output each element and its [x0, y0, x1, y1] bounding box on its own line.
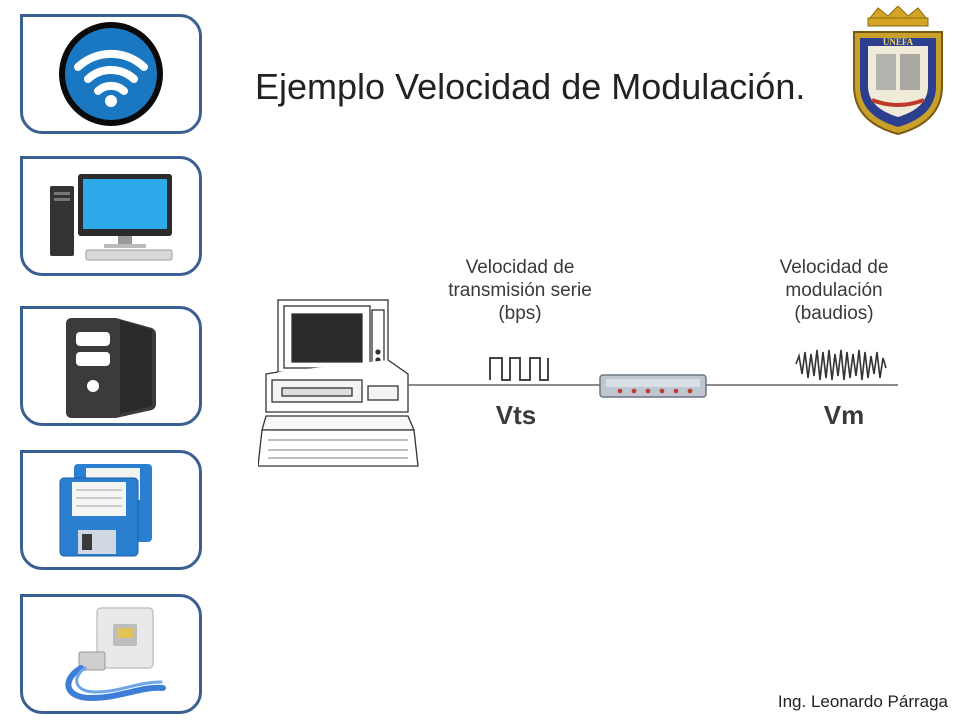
modulation-diagram: Velocidad de transmisión serie (bps) Vel…: [258, 257, 898, 467]
vts-symbol: Vts: [496, 400, 536, 430]
sidebar-item-wifi[interactable]: [20, 14, 202, 134]
university-seal-logo: UNEFA: [853, 6, 943, 136]
serial-rate-label-line-3: (bps): [498, 303, 541, 324]
sidebar-item-floppy[interactable]: [20, 450, 202, 570]
sidebar-item-ethernet[interactable]: [20, 594, 202, 714]
sidebar-item-desktop[interactable]: [20, 156, 202, 276]
computer-illustration: [258, 299, 419, 467]
serial-square-wave: [489, 357, 549, 381]
wifi-icon: [59, 22, 163, 126]
modulation-rate-label-line-2: modulación: [785, 280, 882, 301]
modem-illustration: [599, 374, 707, 398]
serial-rate-label-line-2: transmisión serie: [448, 280, 592, 301]
modulation-rate-label-line-1: Velocidad de: [780, 257, 889, 278]
vm-symbol: Vm: [824, 400, 864, 430]
ethernet-port-icon: [65, 607, 166, 702]
sidebar-item-server[interactable]: [20, 306, 202, 426]
author-footer: Ing. Leonardo Párraga: [777, 692, 948, 711]
desktop-computer-icon: [50, 174, 173, 261]
serial-rate-label-line-1: Velocidad de: [466, 257, 575, 278]
logo-text: UNEFA: [883, 37, 914, 47]
page-title: Ejemplo Velocidad de Modulación.: [255, 66, 806, 107]
server-tower-icon: [66, 318, 156, 418]
floppy-disks-icon: [59, 464, 152, 557]
modulation-rate-label-line-3: (baudios): [794, 303, 873, 324]
modulated-wave: [795, 349, 887, 381]
